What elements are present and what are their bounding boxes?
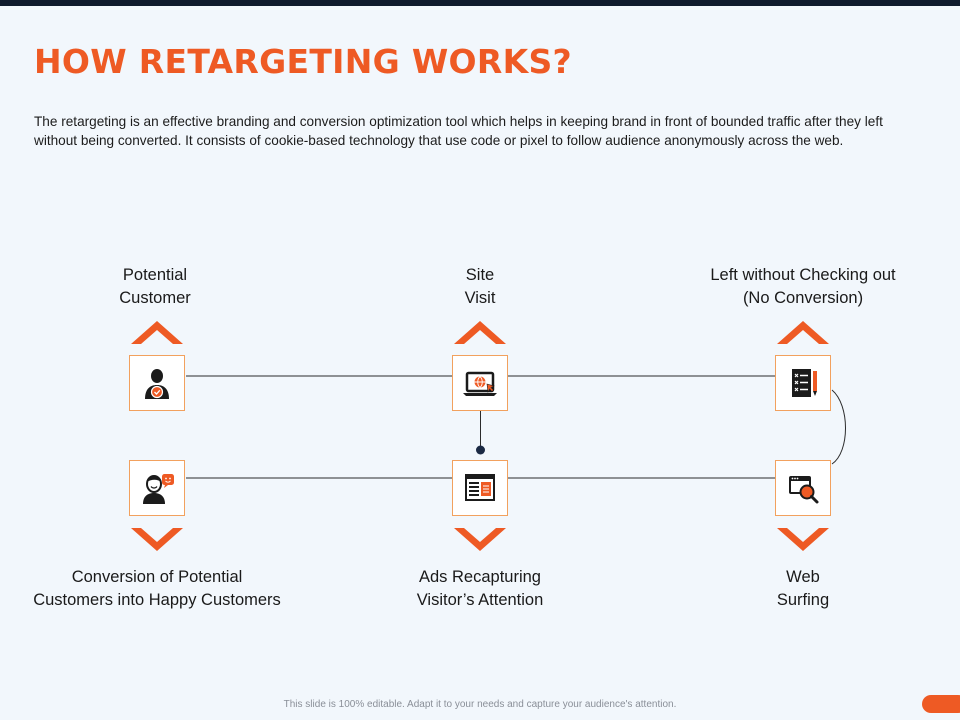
step-label-conversion: Conversion of Potential Customers into H…: [33, 568, 281, 609]
chevron-down-icon: [131, 528, 183, 551]
chevron-down-icon: [454, 528, 506, 551]
connector-dot-bottom: [476, 445, 485, 455]
step-box-no-conversion: [775, 355, 831, 411]
customer-target-icon: [145, 369, 169, 399]
ads-page-icon: [465, 474, 495, 501]
laptop-globe-icon: [463, 371, 497, 396]
step-box-conversion: [129, 460, 185, 516]
step-label-ads-recapturing: Ads Recapturing Visitor’s Attention: [416, 568, 544, 609]
page-tab: [922, 695, 960, 713]
step-label-web-surfing: Web Surfing: [776, 568, 830, 609]
checklist-icon: [792, 369, 817, 397]
step-box-site-visit: [452, 355, 508, 411]
chevron-down-icon: [777, 528, 829, 551]
slide-description: The retargeting is an effective branding…: [34, 114, 883, 148]
footer-note: This slide is 100% editable. Adapt it to…: [283, 699, 677, 710]
step-label-site-visit: Site Visit: [464, 266, 496, 307]
chevron-up-icon: [131, 321, 183, 344]
step-label-no-conversion: Left without Checking out (No Conversion…: [710, 266, 896, 307]
connector-curve: [831, 389, 846, 465]
browser-search-icon: [789, 476, 819, 504]
step-box-potential-customer: [129, 355, 185, 411]
happy-customer-icon: [143, 474, 174, 504]
top-bar: [0, 0, 960, 6]
step-box-web-surfing: [775, 460, 831, 516]
step-label-potential-customer: Potential Customer: [119, 266, 191, 307]
step-box-ads-recapturing: [452, 460, 508, 516]
chevron-up-icon: [777, 321, 829, 344]
slide-title: HOW RETARGETING WORKS?: [34, 42, 572, 81]
chevron-up-icon: [454, 321, 506, 344]
